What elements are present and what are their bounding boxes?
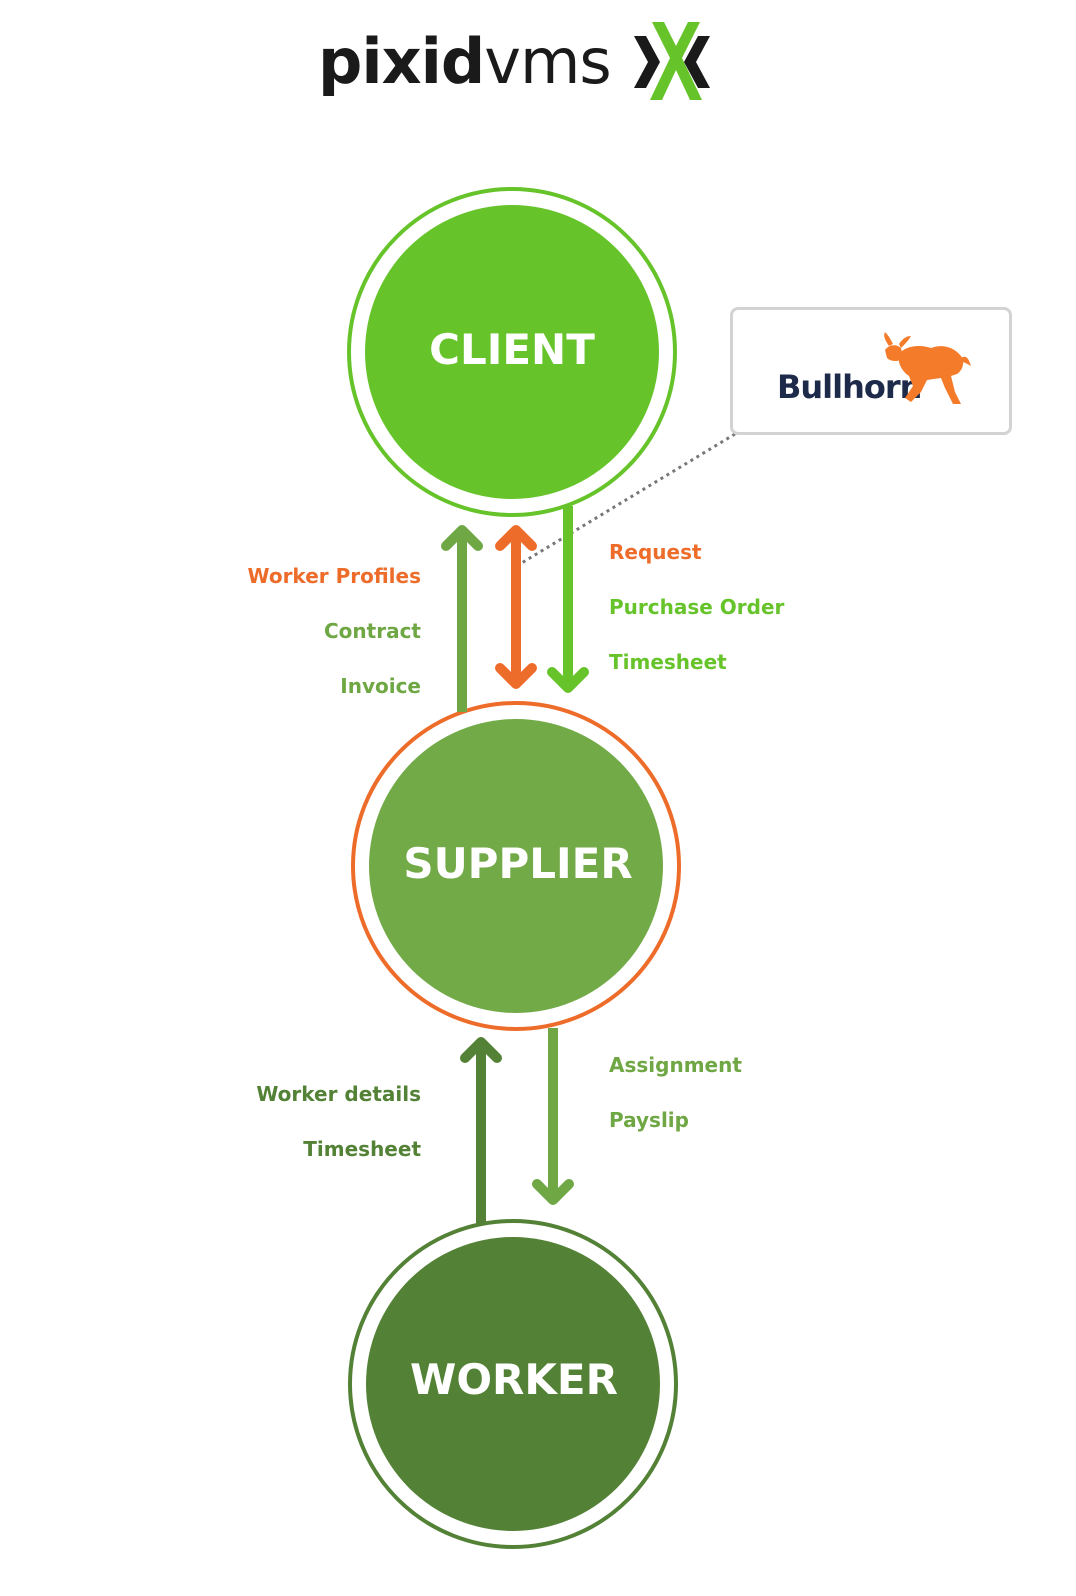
brand-logo-wordmark: pixidvms <box>318 22 612 102</box>
label-assignment: Assignment <box>609 1053 742 1077</box>
worker-label: WORKER <box>410 1355 618 1404</box>
label-timesheet-client: Timesheet <box>609 650 727 674</box>
label-payslip: Payslip <box>609 1108 689 1132</box>
label-timesheet-worker: Timesheet <box>303 1137 421 1161</box>
arrow-supplier-to-client <box>441 525 483 712</box>
pixid-x-mark-icon <box>634 22 710 100</box>
client-label: CLIENT <box>429 325 595 374</box>
bull-icon <box>884 332 971 404</box>
bullhorn-wordmark: Bullhorn <box>777 368 922 406</box>
label-worker-details: Worker details <box>256 1082 421 1106</box>
label-request: Request <box>609 540 702 564</box>
supplier-node: SUPPLIER <box>351 701 681 1031</box>
arrow-client-to-supplier <box>547 506 589 693</box>
label-invoice: Invoice <box>340 674 421 698</box>
bullhorn-integration-box: Bullhorn <box>730 307 1012 435</box>
brand-word-bold: pixid <box>318 25 485 98</box>
brand-word-light: vms <box>484 25 611 98</box>
label-contract: Contract <box>324 619 421 643</box>
arrow-supplier-to-worker <box>532 1028 574 1205</box>
label-purchase-order: Purchase Order <box>609 595 785 619</box>
arrow-worker-to-supplier <box>460 1037 502 1224</box>
arrow-client-supplier-bidirectional <box>495 525 537 689</box>
supplier-label: SUPPLIER <box>403 839 632 888</box>
label-worker-profiles: Worker Profiles <box>247 564 421 588</box>
worker-node: WORKER <box>348 1219 678 1549</box>
client-node: CLIENT <box>347 187 677 517</box>
